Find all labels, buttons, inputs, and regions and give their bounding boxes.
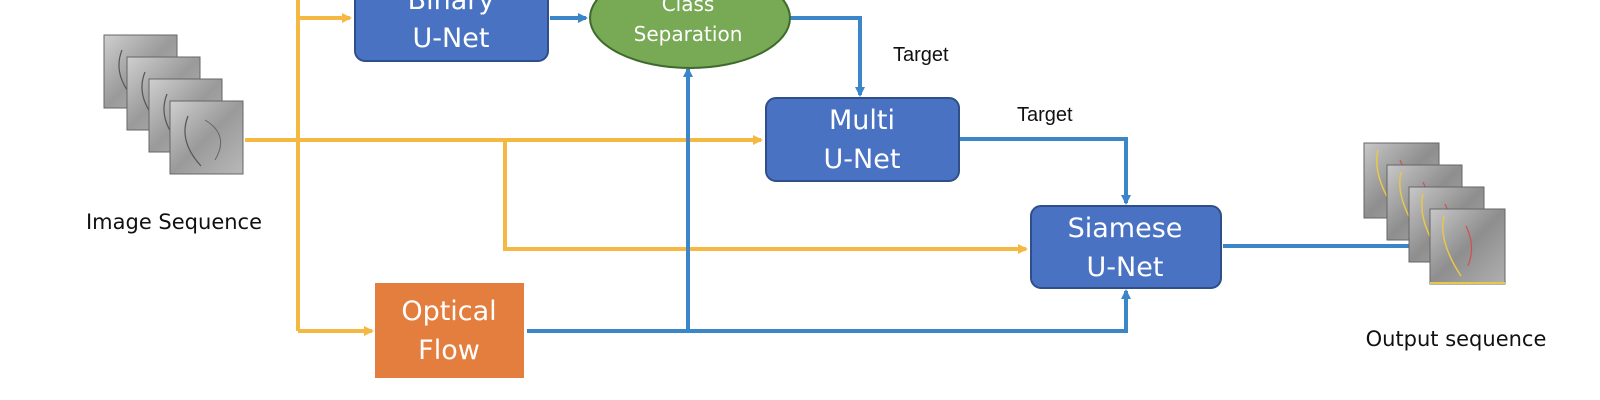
siamese-unet-subtitle: U-Net bbox=[1087, 252, 1164, 283]
class-separation-title: Class bbox=[662, 0, 715, 16]
input-to-binary-arrow bbox=[296, 0, 352, 23]
flow-to-class-arrow bbox=[527, 67, 693, 333]
target-label-2: Target bbox=[1017, 104, 1073, 126]
input-label: Image Sequence bbox=[86, 210, 262, 234]
input-to-siamese-arrow bbox=[503, 140, 1028, 254]
output-frame bbox=[1429, 208, 1506, 285]
output-label: Output sequence bbox=[1366, 327, 1547, 351]
class-separation-subtitle: Separation bbox=[634, 22, 743, 46]
input-arrows bbox=[245, 0, 1028, 336]
angiogram-image-stack-icon bbox=[103, 34, 244, 175]
multi-unet-node: Multi U-Net bbox=[765, 97, 960, 182]
binary-unet-subtitle: U-Net bbox=[413, 23, 490, 54]
optical-flow-title: Optical bbox=[401, 296, 496, 327]
class-separation-node: Class Separation bbox=[589, 0, 791, 69]
binary-unet-node: Binary U-Net bbox=[354, 0, 549, 62]
siamese-unet-title: Siamese bbox=[1068, 213, 1183, 244]
optical-flow-node: Optical Flow bbox=[375, 283, 524, 378]
multi-unet-title: Multi bbox=[829, 105, 895, 136]
segmented-image-stack-icon bbox=[1363, 142, 1506, 285]
multi-to-siamese-arrow bbox=[960, 137, 1131, 205]
siamese-unet-node: Siamese U-Net bbox=[1030, 205, 1222, 289]
input-frame bbox=[169, 100, 244, 175]
process-arrows bbox=[527, 13, 1440, 333]
optical-flow-subtitle: Flow bbox=[418, 335, 480, 366]
target-label-1: Target bbox=[893, 44, 949, 66]
multi-unet-subtitle: U-Net bbox=[824, 144, 901, 175]
flow-to-siamese-arrow bbox=[688, 289, 1131, 333]
binary-unet-title: Binary bbox=[408, 0, 495, 16]
class-to-multi-arrow bbox=[788, 16, 865, 97]
